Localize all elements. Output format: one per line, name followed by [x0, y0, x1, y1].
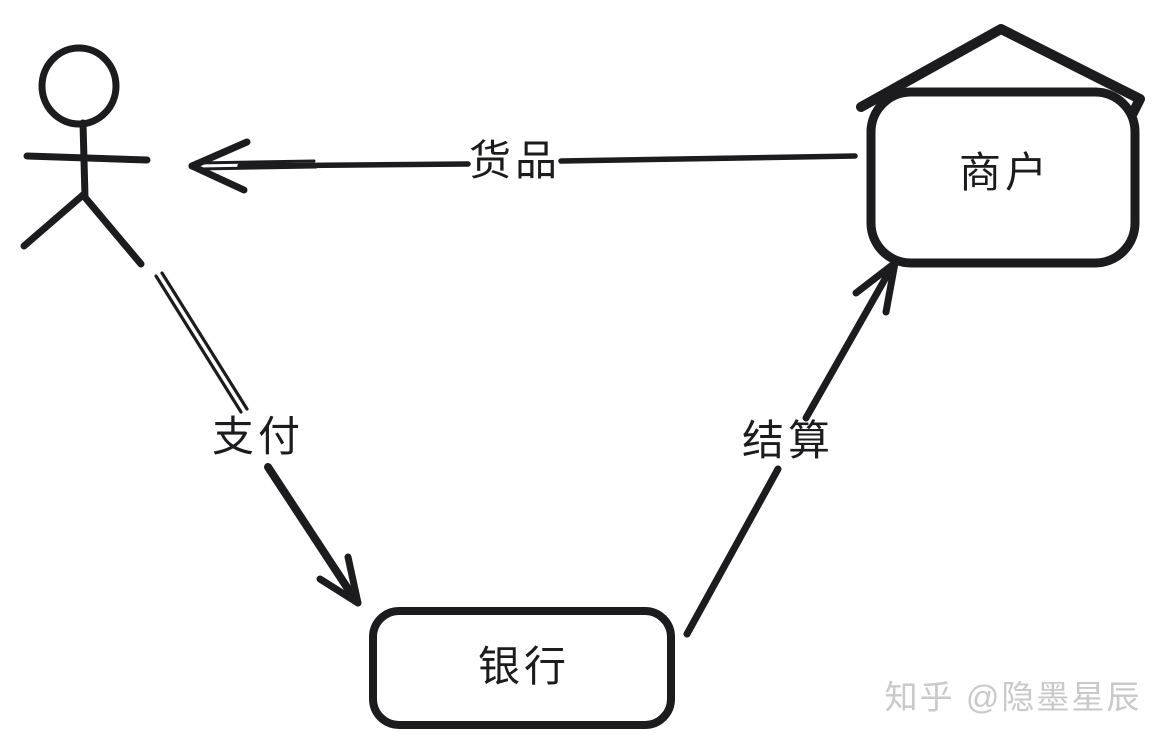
- customer-stick-figure-icon: [20, 44, 151, 268]
- settlement-arrow-shaft-lower: [683, 465, 782, 638]
- watermark-text: 知乎 @隐墨星辰: [884, 678, 1142, 716]
- payment-arrowhead-upper-barb: [344, 553, 362, 607]
- settlement-arrowhead-lower-barb: [882, 259, 899, 316]
- settlement-edge-label: 结算: [741, 417, 835, 464]
- payment-edge-label: 支付: [211, 413, 305, 460]
- settlement-arrow-shaft-upper: [802, 268, 893, 422]
- house-roof: [856, 24, 1145, 118]
- goods-arrow-shaft-left: [237, 161, 471, 169]
- bank-box-shape: [369, 607, 675, 729]
- payment-arrowhead-left-barb: [316, 575, 362, 607]
- goods-arrowhead-upper-barb: [188, 138, 251, 170]
- bank-node-label: 银行: [477, 643, 571, 690]
- stick-figure-head: [38, 44, 120, 128]
- merchant-house-shape: [856, 24, 1145, 268]
- settlement-arrowhead-left-barb: [852, 259, 899, 297]
- stick-figure-left-leg: [20, 191, 87, 250]
- merchant-node-label: 商户: [958, 149, 1052, 196]
- payment-arrow-doublestroke-2: [160, 271, 249, 411]
- goods-arrow: [188, 138, 858, 194]
- goods-arrow-overstroke-bottom: [197, 165, 318, 171]
- goods-arrowhead-lower-barb: [188, 162, 248, 194]
- payment-arrow-shaft-lower: [264, 463, 358, 602]
- payment-arrow: [154, 271, 362, 607]
- goods-arrow-overstroke-top: [194, 159, 316, 165]
- payment-arrow-doublestroke-1: [154, 274, 243, 414]
- settlement-arrow: [683, 259, 899, 638]
- goods-edge-label: 货品: [468, 137, 562, 184]
- stick-figure-right-leg: [79, 191, 145, 268]
- house-body: [866, 87, 1140, 268]
- stick-figure-arms: [23, 152, 151, 164]
- goods-arrow-shaft-right: [558, 153, 858, 164]
